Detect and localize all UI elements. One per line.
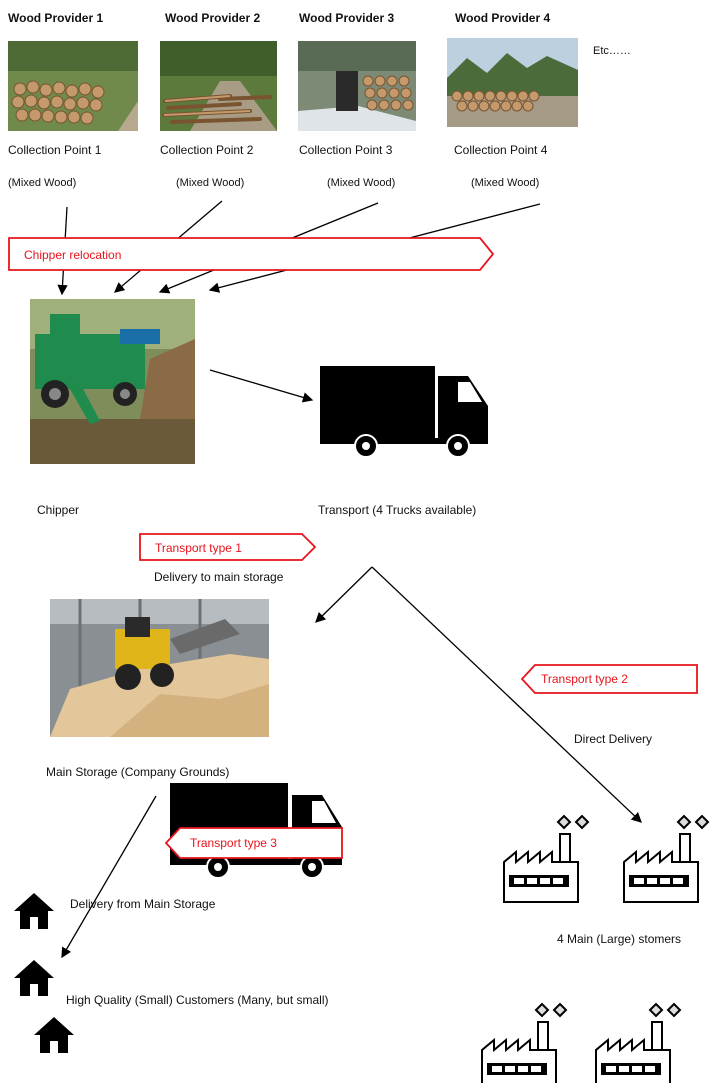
chipper-photo: [30, 299, 195, 464]
callout-transport-3: [164, 827, 343, 859]
delivery-from-main-label: Delivery from Main Storage: [70, 897, 216, 911]
house-icon: [32, 1015, 76, 1055]
transport-type-3-label: Transport type 3: [190, 836, 277, 850]
provider-2-name: Wood Provider 2: [165, 11, 261, 25]
collection-point-3: Collection Point 3: [299, 143, 393, 157]
chipper-relocation-label: Chipper relocation: [24, 248, 122, 262]
delivery-main-label: Delivery to main storage: [154, 570, 284, 584]
arrow-chipper-truck: [209, 369, 314, 403]
provider-4-name: Wood Provider 4: [455, 11, 551, 25]
transport-type-1-label: Transport type 1: [155, 541, 242, 555]
wood-pile-photo-3: [298, 41, 416, 131]
small-customers-label: High Quality (Small) Customers (Many, bu…: [66, 993, 329, 1007]
arrow-to-small-customers: [61, 795, 157, 959]
wood-type-2: (Mixed Wood): [176, 177, 245, 189]
wood-type-3: (Mixed Wood): [327, 177, 396, 189]
chipper-label: Chipper: [37, 503, 80, 517]
transport-label: Transport (4 Trucks available): [318, 503, 477, 517]
transport-type-2-label: Transport type 2: [541, 672, 628, 686]
wood-pile-photo-4: [447, 38, 578, 127]
collection-point-1: Collection Point 1: [8, 143, 102, 157]
collection-point-2: Collection Point 2: [160, 143, 254, 157]
factory-icon: [478, 1000, 574, 1088]
etc-label: Etc……: [593, 45, 631, 57]
wood-pile-photo-2: [160, 41, 277, 131]
direct-delivery-label: Direct Delivery: [574, 732, 653, 746]
provider-1-name: Wood Provider 1: [8, 11, 104, 25]
wood-pile-photo-1: [8, 41, 138, 131]
house-icon: [12, 958, 56, 998]
factory-icon: [592, 1000, 688, 1088]
provider-3-name: Wood Provider 3: [299, 11, 395, 25]
factory-icon: [620, 812, 713, 908]
arrow-to-main-storage: [315, 566, 373, 623]
house-icon: [12, 891, 56, 931]
callout-chipper-relocation: [8, 237, 495, 271]
main-customers-label: 4 Main (Large) stomers: [557, 932, 682, 946]
truck-icon: [318, 366, 490, 458]
arrow-direct-delivery: [371, 566, 642, 823]
wood-type-4: (Mixed Wood): [471, 177, 540, 189]
callout-transport-1: [139, 533, 317, 561]
callout-transport-2: [520, 664, 698, 694]
wood-type-1: (Mixed Wood): [8, 177, 77, 189]
factory-icon: [500, 812, 596, 908]
collection-point-4: Collection Point 4: [454, 143, 548, 157]
main-storage-label: Main Storage (Company Grounds): [46, 765, 230, 779]
main-storage-photo: [50, 599, 269, 737]
